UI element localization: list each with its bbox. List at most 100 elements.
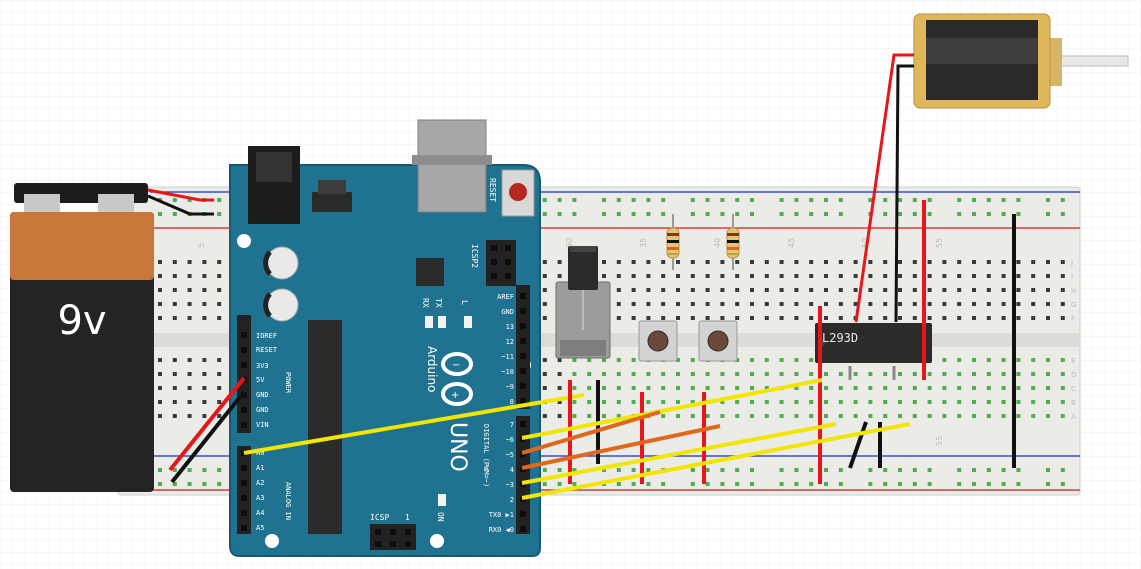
battery-label: 9v [57, 298, 106, 344]
header-pin[interactable] [505, 245, 511, 251]
breadboard-hole [868, 274, 873, 278]
breadboard-hole [779, 260, 784, 264]
header-pin[interactable] [491, 259, 497, 265]
breadboard-hole [187, 358, 192, 362]
push-button-2[interactable] [698, 320, 738, 362]
header-pin[interactable] [241, 422, 247, 428]
breadboard-hole [912, 198, 917, 202]
breadboard-hole [616, 386, 621, 390]
breadboard-hole [1016, 288, 1021, 292]
breadboard-hole [912, 260, 917, 264]
breadboard-hole [957, 482, 962, 486]
breadboard-hole [602, 400, 606, 404]
breadboard-hole [986, 358, 991, 362]
header-pin[interactable] [520, 421, 526, 427]
header-pin[interactable] [375, 541, 381, 547]
breadboard-hole [690, 260, 695, 264]
breadboard-hole [779, 198, 784, 202]
breadboard-hole [661, 288, 666, 292]
header-pin[interactable] [491, 245, 497, 251]
header-pin[interactable] [241, 362, 247, 368]
analog-header-label: ANALOG IN [284, 482, 292, 520]
breadboard-hole [986, 274, 991, 278]
breadboard-hole [1016, 302, 1021, 306]
header-pin[interactable] [520, 526, 526, 532]
breadboard-hole [202, 288, 207, 292]
breadboard-hole [542, 358, 547, 362]
header-pin[interactable] [520, 308, 526, 314]
header-pin[interactable] [375, 529, 381, 535]
header-pin[interactable] [520, 368, 526, 374]
potentiometer[interactable] [555, 246, 611, 359]
breadboard-hole [824, 482, 828, 486]
breadboard-hole [646, 288, 651, 292]
header-pin[interactable] [390, 529, 396, 535]
breadboard-hole [883, 316, 888, 320]
breadboard-hole [942, 302, 947, 306]
power-pin-labels: IOREF RESET 3V3 5V GND GND VIN POWER [256, 332, 292, 429]
breadboard-hole [927, 302, 932, 306]
header-pin[interactable] [520, 353, 526, 359]
header-pin[interactable] [241, 332, 247, 338]
breadboard-hole [631, 316, 636, 320]
breadboard-hole [824, 302, 828, 306]
breadboard-hole [616, 288, 621, 292]
header-pin[interactable] [405, 529, 411, 535]
header-pin[interactable] [505, 259, 511, 265]
header-pin[interactable] [520, 511, 526, 517]
header-pin[interactable] [241, 495, 247, 501]
header-pin[interactable] [241, 480, 247, 486]
header-pin[interactable] [505, 273, 511, 279]
header-pin[interactable] [520, 383, 526, 389]
header-pin[interactable] [405, 541, 411, 547]
header-pin[interactable] [491, 273, 497, 279]
breadboard-hole [779, 212, 784, 216]
breadboard-hole [557, 414, 562, 418]
atmega-chip [308, 320, 342, 534]
breadboard-hole [972, 414, 976, 418]
breadboard-hole [557, 372, 562, 376]
breadboard-hole [957, 468, 962, 472]
header-pin[interactable] [241, 525, 247, 531]
pin-label: AREF [497, 293, 514, 301]
header-pin[interactable] [241, 347, 247, 353]
breadboard-hole [631, 358, 636, 362]
breadboard-hole [809, 260, 814, 264]
breadboard-hole [557, 260, 562, 264]
header-pin[interactable] [241, 510, 247, 516]
header-pin[interactable] [390, 541, 396, 547]
wire-a0-yellow [243, 393, 585, 455]
breadboard-hole [690, 400, 695, 404]
breadboard-hole [824, 288, 828, 292]
breadboard-hole [898, 468, 902, 472]
wire-battery-red [147, 188, 214, 202]
header-pin[interactable] [520, 398, 526, 404]
power-header-label: POWER [284, 372, 292, 394]
header-pin[interactable] [241, 465, 247, 471]
breadboard-hole [202, 274, 207, 278]
breadboard-hole [720, 414, 725, 418]
breadboard-hole [720, 288, 725, 292]
breadboard-hole [838, 372, 843, 376]
header-pin[interactable] [520, 293, 526, 299]
breadboard-hole [158, 400, 162, 404]
breadboard-hole [616, 302, 621, 306]
breadboard-hole [838, 468, 843, 472]
breadboard-hole [616, 400, 621, 404]
breadboard-hole [202, 302, 207, 306]
arduino-logo: − + [441, 352, 473, 406]
breadboard-hole [720, 316, 725, 320]
breadboard-hole [764, 372, 769, 376]
breadboard-hole [1060, 212, 1065, 216]
breadboard-hole [1046, 482, 1050, 486]
breadboard-hole [705, 274, 710, 278]
row-letter: I [1071, 273, 1073, 281]
header-pin[interactable] [520, 338, 526, 344]
breadboard-hole [587, 386, 592, 390]
header-pin[interactable] [241, 407, 247, 413]
header-pin[interactable] [520, 323, 526, 329]
push-button-1[interactable] [638, 320, 678, 362]
breadboard-hole [616, 482, 621, 486]
breadboard-hole [158, 482, 162, 486]
breadboard-hole [705, 468, 710, 472]
